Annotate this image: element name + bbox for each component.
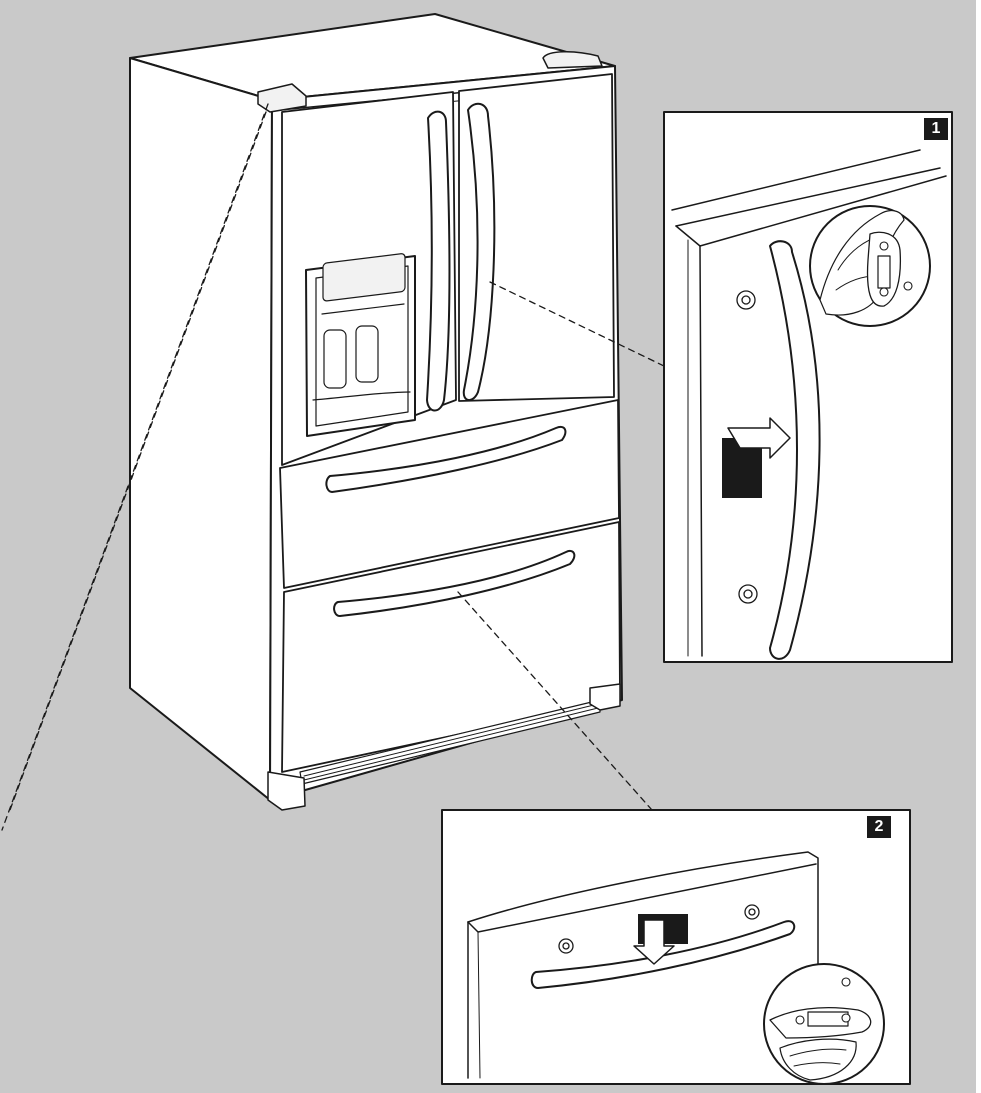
water-dispenser — [305, 253, 416, 437]
right-french-door — [458, 73, 615, 402]
left-foot — [267, 771, 306, 811]
drawer-setscrew-detail-circle — [763, 963, 885, 1085]
inset-2-handle — [530, 920, 796, 989]
leader-lines — [1, 103, 665, 831]
lower-drawer-handle — [333, 550, 576, 617]
inset-panel-2 — [441, 809, 911, 1085]
refrigerator — [129, 13, 623, 811]
step-badge-1: 1 — [924, 118, 948, 140]
right-door-handle — [462, 102, 496, 401]
down-arrow-icon — [633, 914, 688, 965]
mounting-stud-top — [736, 290, 756, 310]
fridge-side — [129, 57, 273, 801]
left-door-handle — [426, 110, 451, 412]
push-arrow-icon — [722, 417, 791, 498]
mounting-stud-bottom — [738, 584, 758, 604]
right-foot — [589, 683, 621, 711]
left-hinge-cap — [257, 83, 307, 113]
inset-1-handle — [769, 240, 821, 660]
step-badge-2: 2 — [867, 816, 891, 838]
upper-drawer-handle — [325, 426, 567, 493]
setscrew-detail-circle — [809, 205, 931, 327]
drawer-stud-right — [744, 904, 760, 920]
page-edge — [976, 0, 981, 1093]
right-hinge-cap — [542, 51, 603, 69]
inset-panel-1 — [663, 111, 953, 663]
drawer-stud-left — [558, 938, 574, 954]
